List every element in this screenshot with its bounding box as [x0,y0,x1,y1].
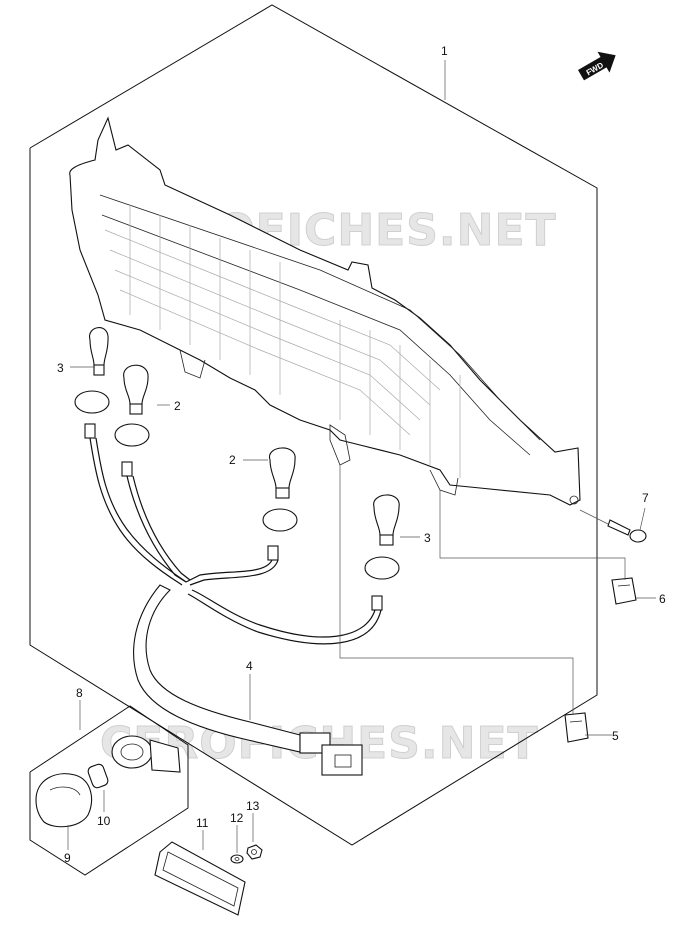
callout-3-left: 3 [57,361,64,375]
assembly-frame [29,4,598,846]
bulb-2-right [269,447,296,499]
tail-light-lens [69,116,581,506]
nut-13 [246,844,263,860]
reflector-11 [154,841,246,916]
callout-11: 11 [196,816,209,830]
callout-6: 6 [659,592,666,606]
fwd-arrow-icon: FWD [578,51,616,81]
callout-12: 12 [230,811,244,825]
bulb-2-left [123,364,149,415]
screw-7 [607,519,647,543]
washer-12 [230,854,244,864]
callout-4: 4 [246,659,253,673]
callout-1: 1 [441,44,448,58]
callout-2-left: 2 [174,399,181,413]
callout-9: 9 [64,851,71,865]
clip-nut-6 [611,577,637,605]
callout-13: 13 [246,799,260,813]
bulb-3-right [373,494,400,546]
bulb-3-left [89,327,109,376]
license-light-frame [29,705,189,876]
clip-nut-5 [564,712,589,743]
leader-lines [67,60,656,853]
callout-3-right: 3 [424,531,431,545]
license-socket [111,735,181,773]
wiring-harness [74,390,400,776]
callout-7: 7 [642,491,649,505]
license-bulb-10 [87,763,109,789]
callout-8: 8 [76,686,83,700]
callout-5: 5 [612,729,619,743]
callouts: 1 2 2 3 3 4 5 6 7 8 9 10 11 12 13 [57,44,666,865]
callout-2-right: 2 [229,453,236,467]
license-light-cover-9 [35,773,92,828]
callout-10: 10 [97,814,111,828]
